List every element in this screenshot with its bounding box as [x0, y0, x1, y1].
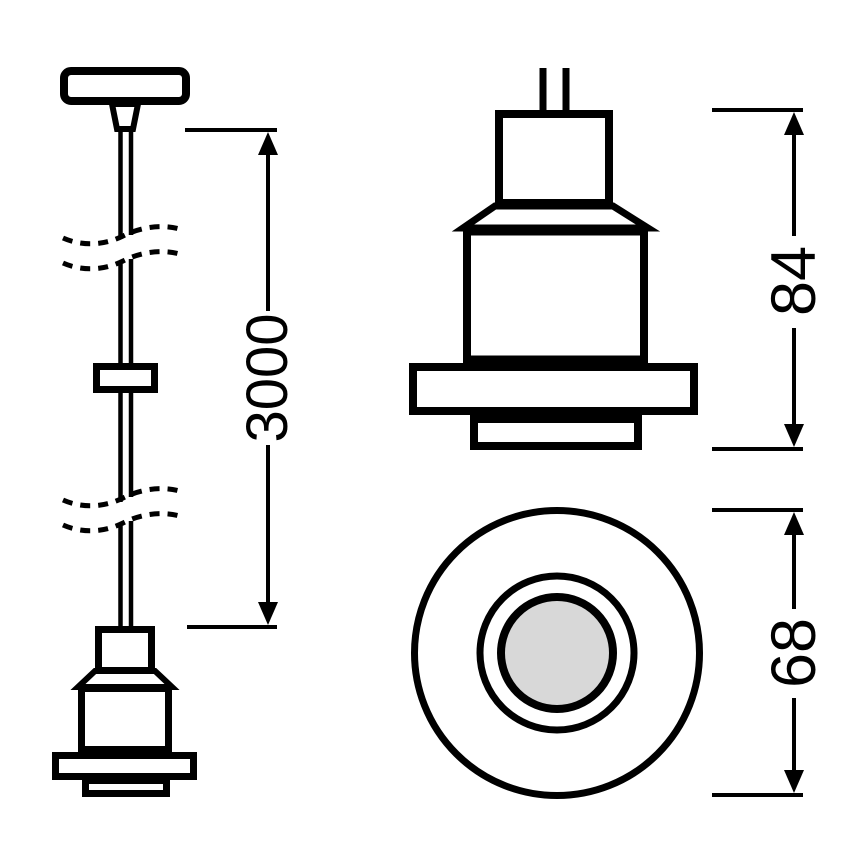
cable-break-symbol-2: [61, 486, 184, 534]
socket-bottom-view: 68: [411, 507, 829, 799]
cable-stub: [539, 68, 570, 114]
bulb-opening-circle: [497, 593, 617, 713]
socket-shoulder: [451, 202, 661, 232]
ceiling-canopy: [60, 67, 190, 105]
cable-segment-2: [118, 259, 134, 369]
cord-adjuster: [93, 363, 158, 393]
dimension-label-68: 68: [759, 618, 829, 688]
arrowhead-down-icon: [258, 602, 278, 625]
dimension-label-84: 84: [759, 246, 829, 316]
cable-segment-3: [118, 391, 134, 502]
socket-flange: [52, 752, 197, 780]
socket-body: [78, 685, 172, 753]
cable-segment-1: [118, 127, 134, 239]
break-wave-lower: [61, 511, 184, 534]
socket-cap: [95, 626, 155, 674]
arrowhead-down-icon: [784, 770, 804, 793]
break-wave-upper: [61, 224, 184, 247]
cable-segment-4: [118, 521, 134, 631]
arrowhead-up-icon: [258, 132, 278, 155]
socket-body: [463, 227, 648, 364]
break-wave-lower: [61, 249, 184, 272]
arrowhead-down-icon: [784, 424, 804, 447]
pendant-full-view: 3000: [52, 67, 300, 797]
canopy-cord-grip: [108, 101, 142, 132]
dimension-label-3000: 3000: [235, 313, 300, 442]
lamp-socket-small: [52, 626, 197, 797]
socket-shoulder: [70, 668, 180, 690]
socket-flange: [409, 363, 698, 415]
arrowhead-up-icon: [784, 512, 804, 535]
cable-break-symbol-1: [61, 224, 184, 272]
arrowhead-up-icon: [784, 112, 804, 135]
break-wave-upper: [61, 486, 184, 509]
socket-bottom-ring: [470, 415, 642, 450]
dimension-socket-height: 84: [712, 108, 829, 451]
socket-bottom-ring: [82, 777, 170, 797]
socket-side-view: 84: [409, 68, 829, 451]
dimension-socket-diameter: 68: [712, 508, 829, 797]
dimension-cable-length: 3000: [185, 128, 300, 629]
socket-cap: [495, 110, 613, 207]
